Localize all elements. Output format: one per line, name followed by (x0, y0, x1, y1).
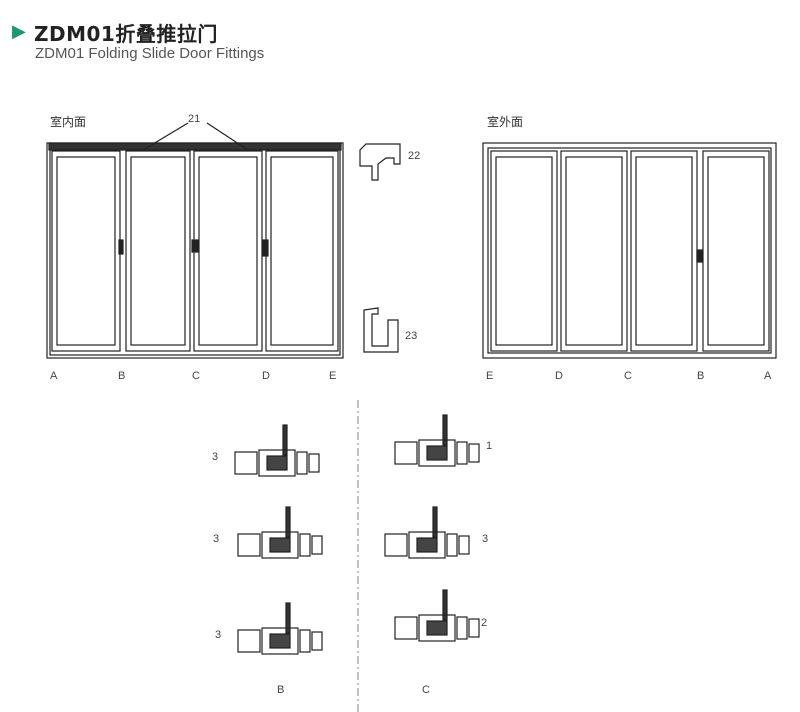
glass-pane (198, 156, 258, 346)
pin (432, 506, 438, 538)
roller (416, 537, 438, 553)
panel-label: B (697, 370, 705, 382)
handle (262, 239, 269, 257)
hardware-block (446, 533, 458, 557)
panel-label: A (50, 370, 58, 382)
panel-label: A (764, 370, 772, 382)
hardware-block (458, 535, 470, 555)
hardware-block (237, 629, 261, 653)
panel-label: D (262, 370, 270, 382)
door-panel (560, 150, 628, 352)
panel-label: C (192, 370, 200, 382)
pin (285, 506, 291, 538)
profile-22-drawing (359, 143, 401, 181)
hardware-block (299, 533, 311, 557)
hardware-block (456, 616, 468, 640)
panel-label: D (555, 370, 563, 382)
hardware-block (468, 443, 480, 463)
hardware-block (311, 535, 323, 555)
page-subtitle: ZDM01 Folding Slide Door Fittings (35, 45, 265, 62)
column-label: C (422, 684, 430, 696)
hardware-block (384, 533, 408, 557)
hardware-block (296, 451, 308, 475)
hardware-block (408, 531, 446, 559)
door-panel (630, 150, 698, 352)
door-panel (193, 150, 263, 352)
glass-pane (56, 156, 116, 346)
door-panel (265, 150, 339, 352)
door-panel (51, 150, 121, 352)
pin (442, 589, 448, 621)
hardware-block (261, 627, 299, 655)
hardware-label: 3 (213, 533, 220, 545)
hardware-label: 3 (215, 629, 222, 641)
panel-label: E (329, 370, 337, 382)
glass-pane (270, 156, 334, 346)
pin (442, 414, 448, 446)
pin (282, 424, 288, 456)
hinge (118, 239, 124, 255)
panel-label: E (486, 370, 494, 382)
interior-door-drawing (46, 122, 344, 359)
glass-pane (565, 156, 623, 346)
hardware-block (311, 631, 323, 651)
roller (266, 455, 288, 471)
hardware-block (468, 618, 480, 638)
hardware-block (394, 441, 418, 465)
callout-22: 22 (408, 150, 421, 162)
column-label: B (277, 684, 285, 696)
profile-23-drawing (363, 307, 399, 353)
hardware-block (456, 441, 468, 465)
hinge (696, 249, 703, 263)
callout-21: 21 (188, 113, 201, 125)
hardware-label: 1 (486, 440, 493, 452)
glass-pane (130, 156, 186, 346)
hardware-label: 2 (481, 617, 488, 629)
hardware-block (299, 629, 311, 653)
door-panel (125, 150, 191, 352)
glass-pane (635, 156, 693, 346)
pin (285, 602, 291, 634)
hardware-block (237, 533, 261, 557)
chevron-right-icon: ▶ (12, 21, 26, 42)
hardware-block (261, 531, 299, 559)
hardware-block (418, 439, 456, 467)
glass-pane (495, 156, 553, 346)
roller (426, 620, 448, 636)
lock (191, 239, 199, 253)
exterior-door-drawing (482, 142, 777, 359)
page-title: ZDM01折叠推拉门 (34, 22, 218, 46)
roller (426, 445, 448, 461)
hardware-block (394, 616, 418, 640)
panel-label: B (118, 370, 126, 382)
hardware-block (418, 614, 456, 642)
glass-pane (707, 156, 765, 346)
panel-label: C (624, 370, 632, 382)
interior-view-label: 室内面 (50, 115, 87, 129)
hardware-label: 3 (212, 451, 219, 463)
door-panel (702, 150, 770, 352)
callout-23: 23 (405, 330, 418, 342)
hardware-label: 3 (482, 533, 489, 545)
door-panel (490, 150, 558, 352)
roller (269, 633, 291, 649)
roller (269, 537, 291, 553)
hardware-block (258, 449, 296, 477)
exterior-view-label: 室外面 (487, 115, 524, 129)
hardware-block (234, 451, 258, 475)
hardware-block (308, 453, 320, 473)
